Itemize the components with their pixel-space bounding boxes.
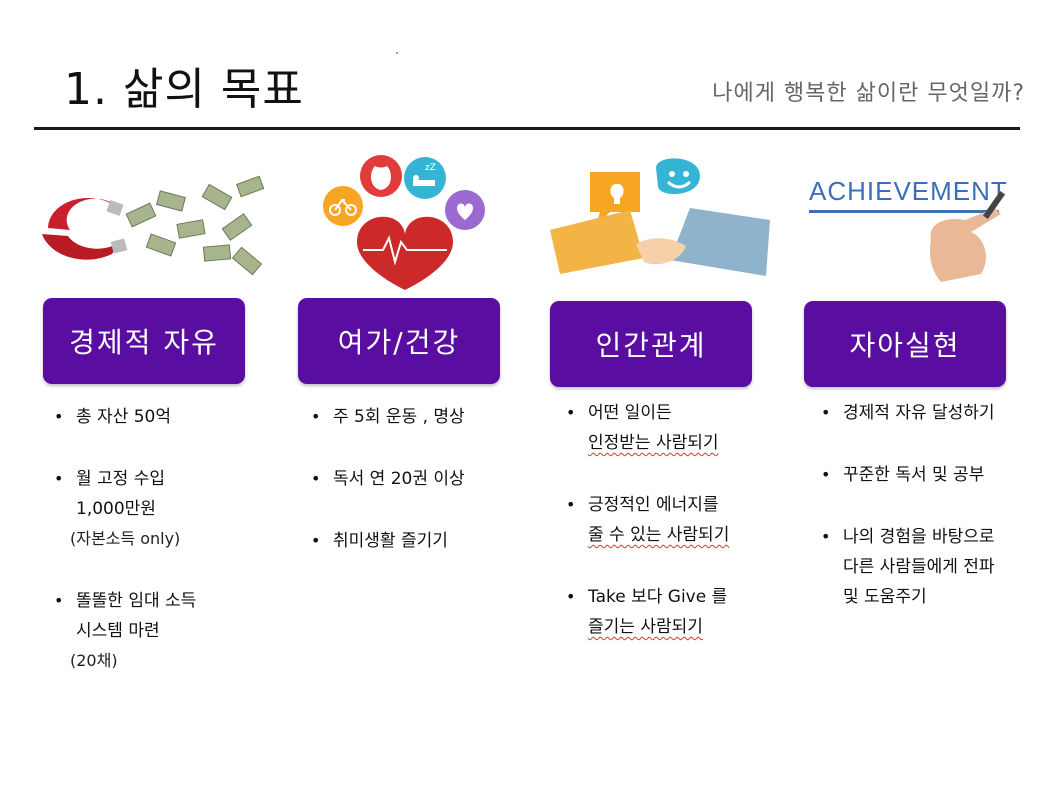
goal-text: 똘똘한 임대 소득 [76, 591, 197, 611]
list-item: 경제적 자유 달성하기 [815, 398, 1035, 428]
goal-list-leisure-health: 주 5회 운동 , 명상 독서 연 20권 이상 취미생활 즐기기 [305, 402, 525, 588]
list-item: 나의 경험을 바탕으로 다른 사람들에게 전파 및 도움주기 [815, 522, 1035, 612]
list-item: 꾸준한 독서 및 공부 [815, 460, 1035, 490]
goal-text: 취미생활 즐기기 [333, 531, 448, 551]
achievement-hand-icon: ACHIEVEMENT [809, 176, 1008, 282]
category-button-financial-freedom[interactable]: 경제적 자유 [43, 298, 245, 384]
goal-text: 줄 수 있는 사람되기 [588, 525, 730, 545]
goal-text: 꾸준한 독서 및 공부 [843, 465, 985, 485]
heart-health-icon: zZ [323, 155, 485, 290]
goal-note: (자본소득 only) [70, 529, 181, 548]
goal-text: 다른 사람들에게 전파 [843, 557, 995, 577]
list-item: 긍정적인 에너지를 줄 수 있는 사람되기 [560, 490, 780, 550]
goal-note: (20채) [70, 651, 118, 670]
goal-text: 주 5회 운동 , 명상 [333, 407, 465, 427]
list-item: 총 자산 50억 [48, 402, 268, 432]
handshake-icon [550, 158, 770, 276]
goal-text: 시스템 마련 [76, 621, 160, 641]
goal-text: 나의 경험을 바탕으로 [843, 527, 995, 547]
list-item: 취미생활 즐기기 [305, 526, 525, 556]
magnet-money-icon [42, 175, 265, 276]
goal-text: 긍정적인 에너지를 [588, 495, 719, 515]
goal-list-self-realization: 경제적 자유 달성하기 꾸준한 독서 및 공부 나의 경험을 바탕으로 다른 사… [815, 398, 1035, 644]
column-leisure-health: zZ 여가/건강 주 5회 운동 , 명상 독서 연 20권 이상 취미생활 즐… [285, 140, 525, 740]
achievement-word: ACHIEVEMENT [809, 176, 1008, 206]
goal-text: 1,000만원 [76, 499, 156, 519]
page-title: 1. 삶의 목표 [64, 64, 304, 115]
category-button-relationships[interactable]: 인간관계 [550, 301, 752, 387]
goal-text: 어떤 일이든 [588, 403, 672, 423]
goal-list-financial-freedom: 총 자산 50억 월 고정 수입 1,000만원 (자본소득 only) 똘똘한… [48, 402, 268, 708]
goal-text: 독서 연 20권 이상 [333, 469, 465, 489]
column-relationships: 인간관계 어떤 일이든 인정받는 사람되기 긍정적인 에너지를 줄 수 있는 사… [540, 140, 780, 740]
column-self-realization: ACHIEVEMENT 자아실현 경제적 자유 달성하기 꾸준한 독서 및 공부… [795, 140, 1035, 740]
list-item: 독서 연 20권 이상 [305, 464, 525, 494]
goal-text: Take 보다 Give 를 [588, 587, 728, 607]
list-item: 월 고정 수입 1,000만원 (자본소득 only) [48, 464, 268, 554]
page-subtitle: 나에게 행복한 삶이란 무엇일까? [712, 81, 1025, 106]
title-divider [34, 127, 1020, 130]
goal-text: 및 도움주기 [843, 587, 927, 607]
list-item: 어떤 일이든 인정받는 사람되기 [560, 398, 780, 458]
goal-text: 인정받는 사람되기 [588, 433, 719, 453]
category-button-leisure-health[interactable]: 여가/건강 [298, 298, 500, 384]
list-item: 주 5회 운동 , 명상 [305, 402, 525, 432]
goal-list-relationships: 어떤 일이든 인정받는 사람되기 긍정적인 에너지를 줄 수 있는 사람되기 T… [560, 398, 780, 674]
list-item: Take 보다 Give 를 즐기는 사람되기 [560, 582, 780, 642]
category-button-self-realization[interactable]: 자아실현 [804, 301, 1006, 387]
goal-text: 즐기는 사람되기 [588, 617, 703, 637]
goal-text: 총 자산 50억 [76, 407, 171, 427]
stray-dot [396, 52, 398, 54]
list-item: 똘똘한 임대 소득 시스템 마련 (20채) [48, 586, 268, 676]
goal-text: 월 고정 수입 [76, 469, 166, 489]
svg-text:zZ: zZ [425, 163, 436, 173]
column-financial-freedom: 경제적 자유 총 자산 50억 월 고정 수입 1,000만원 (자본소득 on… [28, 140, 268, 740]
goal-text: 경제적 자유 달성하기 [843, 403, 995, 423]
